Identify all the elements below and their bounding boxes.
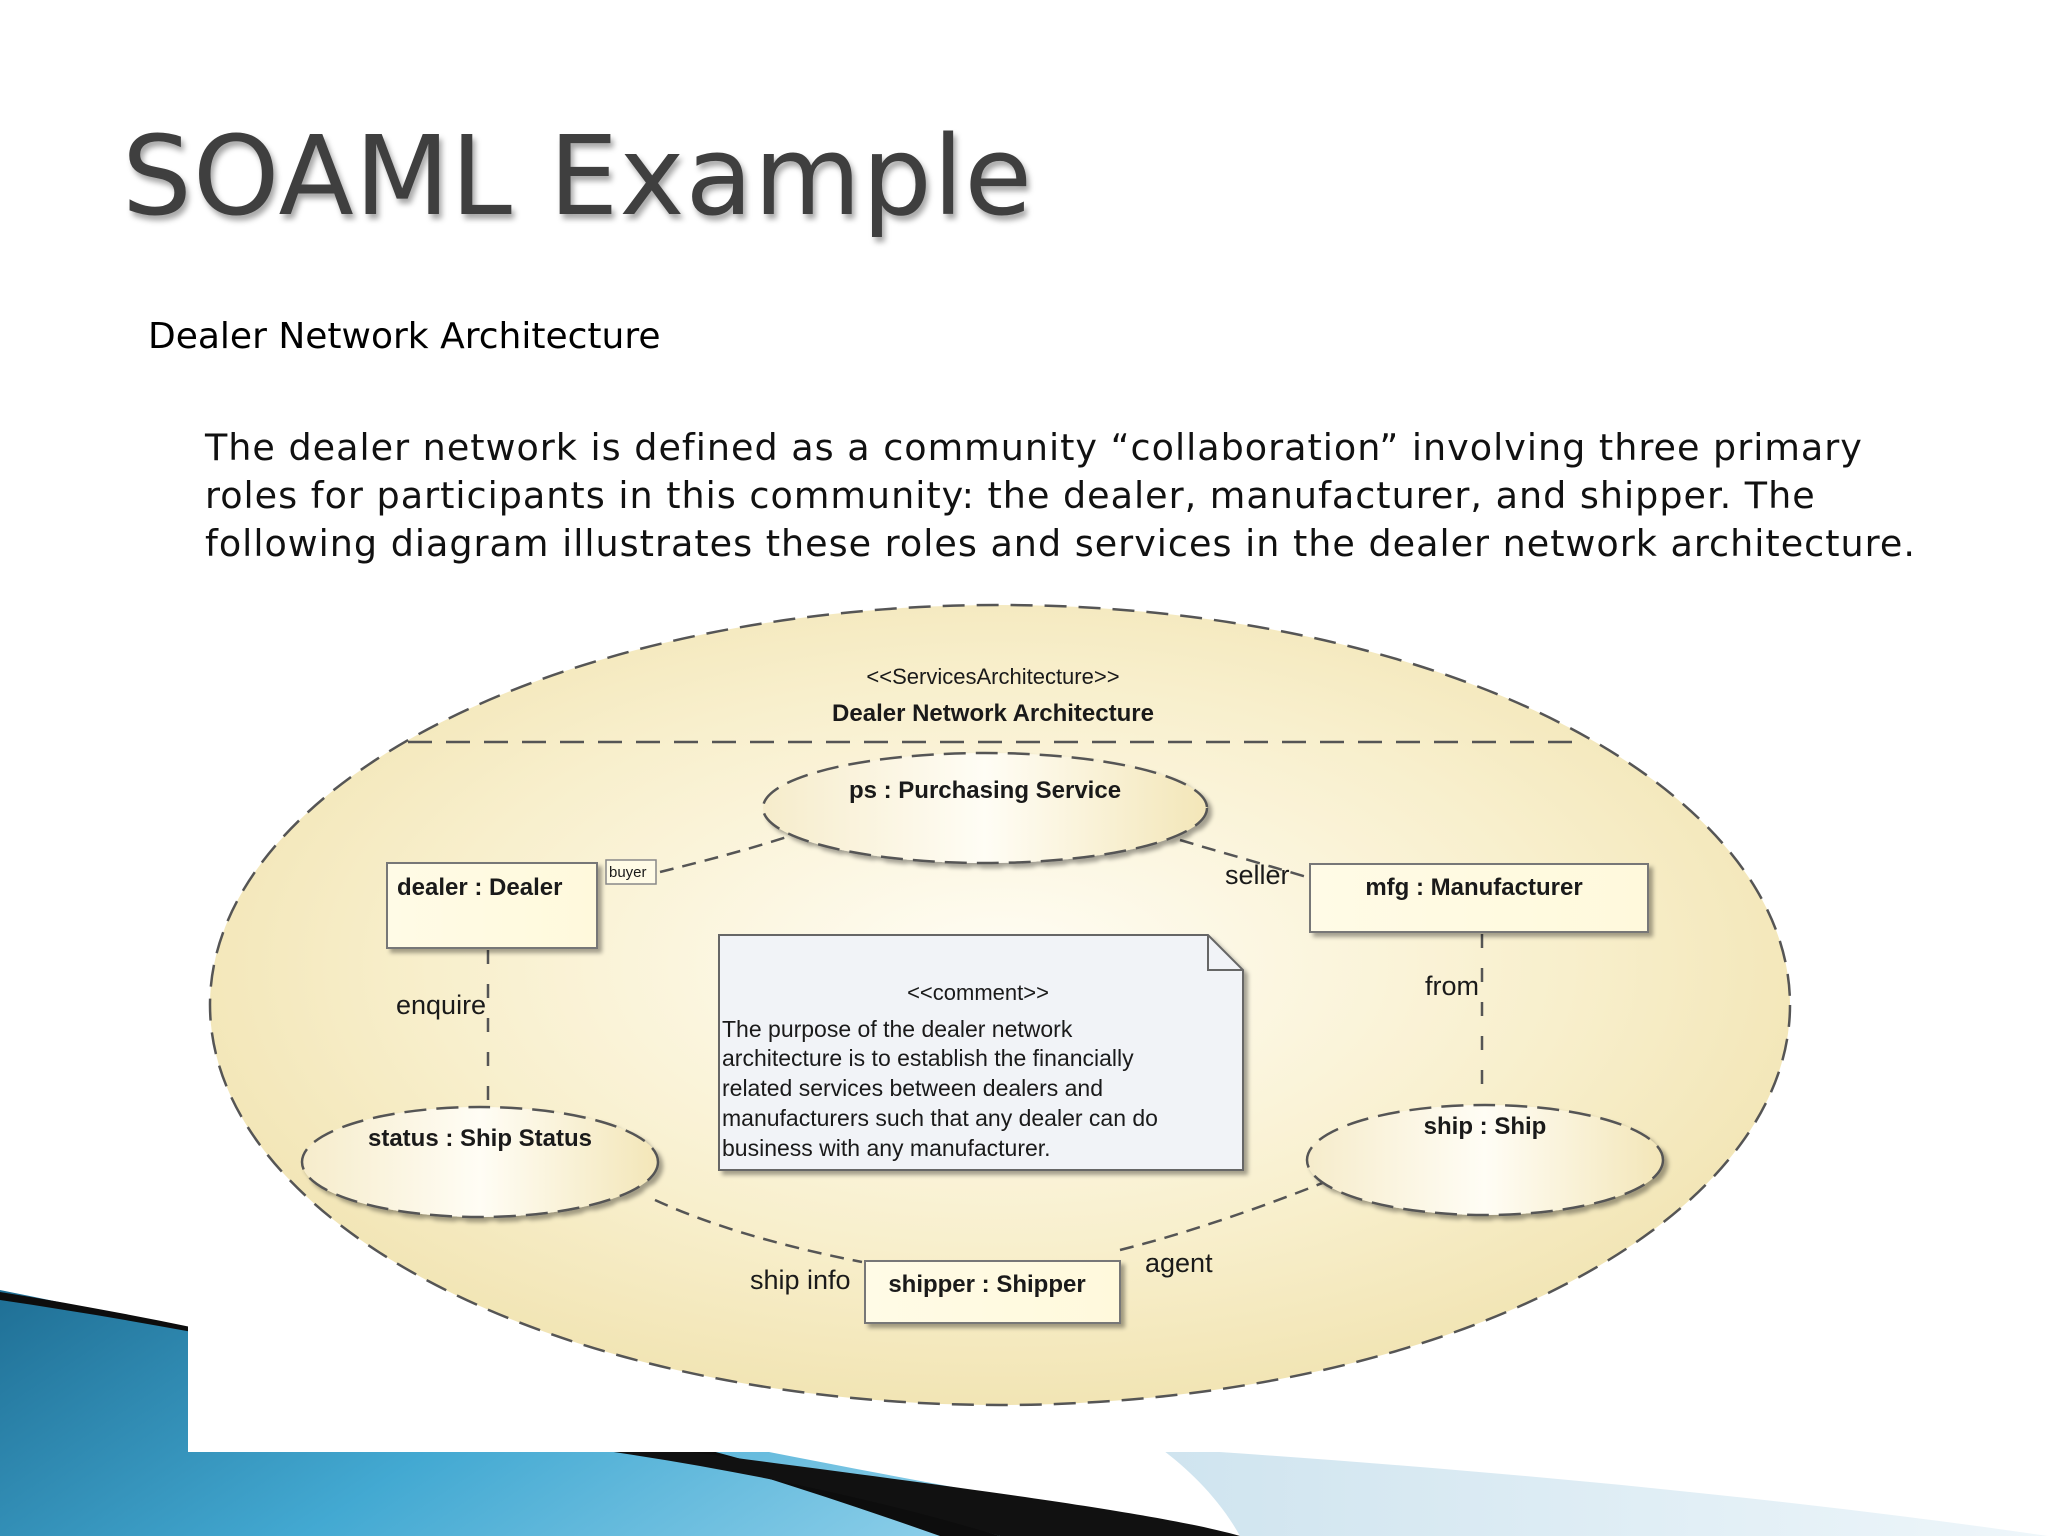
ship-info-role-label: ship info (750, 1265, 851, 1295)
ship-status-service[interactable]: status : Ship Status (300, 1105, 660, 1219)
agent-role-label: agent (1145, 1248, 1213, 1278)
shipper-participant[interactable]: shipper : Shipper (864, 1260, 1121, 1324)
purchasing-service-label: ps : Purchasing Service (849, 777, 1121, 804)
purchasing-service[interactable]: ps : Purchasing Service (761, 751, 1209, 865)
paragraph-line-3: following diagram illustrates these role… (205, 522, 1916, 565)
comment-line-2: architecture is to establish the financi… (722, 1045, 1134, 1071)
from-role-label: from (1425, 971, 1479, 1001)
comment-line-1: The purpose of the dealer network (722, 1016, 1073, 1042)
comment-line-4: manufacturers such that any dealer can d… (722, 1105, 1158, 1131)
comment-stereotype: <<comment>> (907, 980, 1049, 1005)
buyer-role-label: buyer (609, 864, 647, 881)
connector-ship-info (654, 1198, 863, 1264)
shipper-label: shipper : Shipper (888, 1271, 1085, 1298)
buyer-role-port: buyer (605, 859, 657, 885)
manufacturer-label: mfg : Manufacturer (1365, 874, 1582, 901)
paragraph-line-2: roles for participants in this community… (205, 474, 1816, 517)
connector-seller (1179, 838, 1311, 880)
ship-service-label: ship : Ship (1424, 1113, 1547, 1140)
architecture-stereotype: <<ServicesArchitecture>> (866, 664, 1119, 689)
ship-service[interactable]: ship : Ship (1305, 1103, 1665, 1217)
slide-title: SOAML Example (122, 112, 1034, 240)
architecture-name: Dealer Network Architecture (832, 700, 1154, 727)
manufacturer-participant[interactable]: mfg : Manufacturer (1309, 863, 1649, 933)
enquire-role-label: enquire (396, 990, 486, 1020)
ship-status-service-label: status : Ship Status (368, 1125, 592, 1152)
comment-line-3: related services between dealers and (722, 1075, 1103, 1101)
connector-buyer (659, 834, 791, 874)
section-heading: Dealer Network Architecture (148, 316, 661, 357)
description-paragraph: The dealer network is defined as a commu… (205, 424, 1985, 568)
dealer-label: dealer : Dealer (397, 874, 562, 901)
paragraph-line-1: The dealer network is defined as a commu… (205, 426, 1863, 469)
comment-line-5: business with any manufacturer. (722, 1135, 1051, 1161)
seller-role-label: seller (1225, 860, 1290, 890)
comment-note: <<comment>> The purpose of the dealer ne… (718, 934, 1244, 1171)
dealer-participant[interactable]: dealer : Dealer (386, 862, 598, 949)
connector-agent (1119, 1178, 1331, 1252)
